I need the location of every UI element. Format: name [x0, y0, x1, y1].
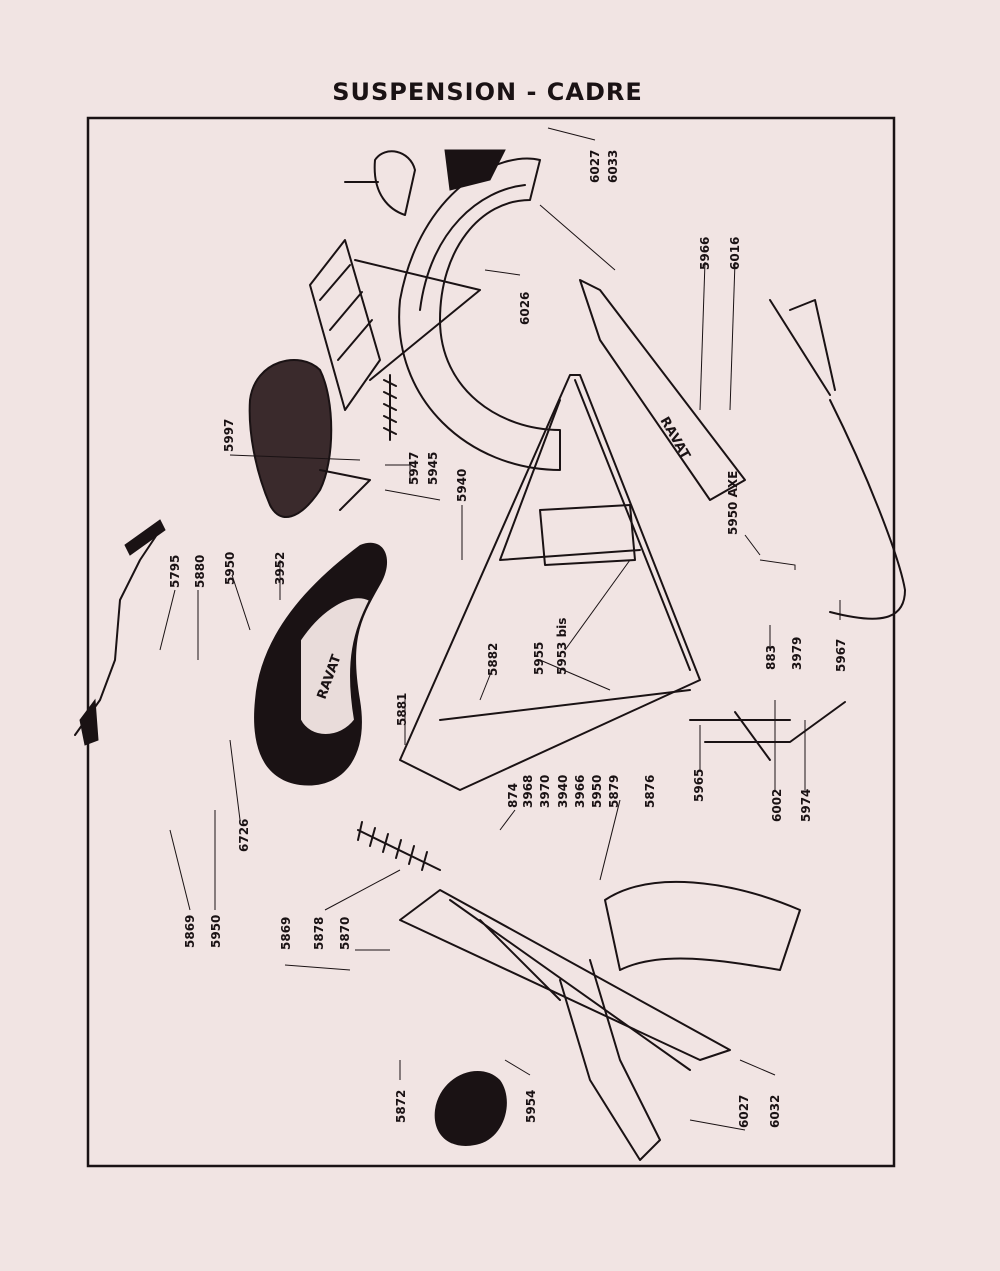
part-label-5965: 5965 — [692, 768, 706, 802]
part-label-5881: 5881 — [395, 692, 409, 726]
footrest — [689, 701, 846, 761]
part-label-5872: 5872 — [394, 1089, 408, 1123]
part-label-5882: 5882 — [486, 642, 500, 676]
part-label-5950-c: 5950 — [209, 914, 223, 948]
part-label-5967: 5967 — [834, 638, 848, 672]
part-label-5954: 5954 — [524, 1089, 538, 1123]
saddle — [248, 359, 371, 518]
leader-lines — [159, 127, 841, 1131]
front-mudguard — [559, 880, 801, 1161]
saddle-spring — [383, 374, 397, 441]
page-title: SUSPENSION - CADRE — [332, 78, 643, 106]
chain-guard: RAVAT — [579, 279, 746, 501]
part-label-3940: 3940 — [556, 774, 570, 808]
part-label-6016: 6016 — [728, 236, 742, 270]
part-label-5950-axe: 5950 AXE — [726, 470, 740, 535]
part-label-874: 874 — [506, 782, 520, 808]
part-label-5869-b: 5869 — [279, 916, 293, 950]
part-label-6726: 6726 — [237, 818, 251, 852]
part-label-3966: 3966 — [573, 774, 587, 808]
toolbox — [539, 504, 636, 566]
fork-spring — [357, 821, 441, 871]
diagram-frame — [86, 116, 896, 1168]
part-label-5945: 5945 — [426, 451, 440, 485]
part-label-6032: 6032 — [768, 1094, 782, 1128]
part-label-5879: 5879 — [607, 774, 621, 808]
handlebar — [74, 519, 166, 746]
part-label-6033: 6033 — [606, 149, 620, 183]
rear-mudguard — [398, 149, 561, 471]
part-label-5950-a: 5950 — [223, 551, 237, 585]
tail-light — [344, 150, 416, 216]
part-label-6026: 6026 — [518, 291, 532, 325]
part-label-3952: 3952 — [273, 551, 287, 585]
part-label-5947: 5947 — [407, 451, 421, 485]
part-label-5955: 5955 — [532, 641, 546, 675]
exhaust-pipe — [769, 299, 906, 620]
part-label-5997: 5997 — [222, 418, 236, 452]
part-label-6027-top: 6027 — [588, 149, 602, 183]
part-label-5878: 5878 — [312, 916, 326, 950]
head-lamp — [434, 1071, 507, 1146]
part-label-3979: 3979 — [790, 636, 804, 670]
fuel-tank: RAVAT — [254, 542, 388, 786]
part-label-6027-bot: 6027 — [737, 1094, 751, 1128]
front-fork — [399, 889, 731, 1071]
part-label-3968: 3968 — [521, 774, 535, 808]
part-label-6002: 6002 — [770, 788, 784, 822]
part-label-5880: 5880 — [193, 554, 207, 588]
part-label-5966-top: 5966 — [698, 236, 712, 270]
part-label-5974: 5974 — [799, 788, 813, 822]
part-label-5870: 5870 — [338, 916, 352, 950]
part-label-5940: 5940 — [455, 468, 469, 502]
part-label-3970: 3970 — [538, 774, 552, 808]
part-label-5795: 5795 — [168, 554, 182, 588]
part-label-883: 883 — [764, 644, 778, 670]
part-label-5953bis: 5953 bis — [555, 617, 569, 675]
chain-guard-logo: RAVAT — [657, 415, 693, 463]
part-label-5876: 5876 — [643, 774, 657, 808]
main-frame — [399, 374, 701, 791]
part-label-5869-a: 5869 — [183, 914, 197, 948]
part-label-5950-b: 5950 — [590, 774, 604, 808]
luggage-rack — [309, 239, 481, 411]
